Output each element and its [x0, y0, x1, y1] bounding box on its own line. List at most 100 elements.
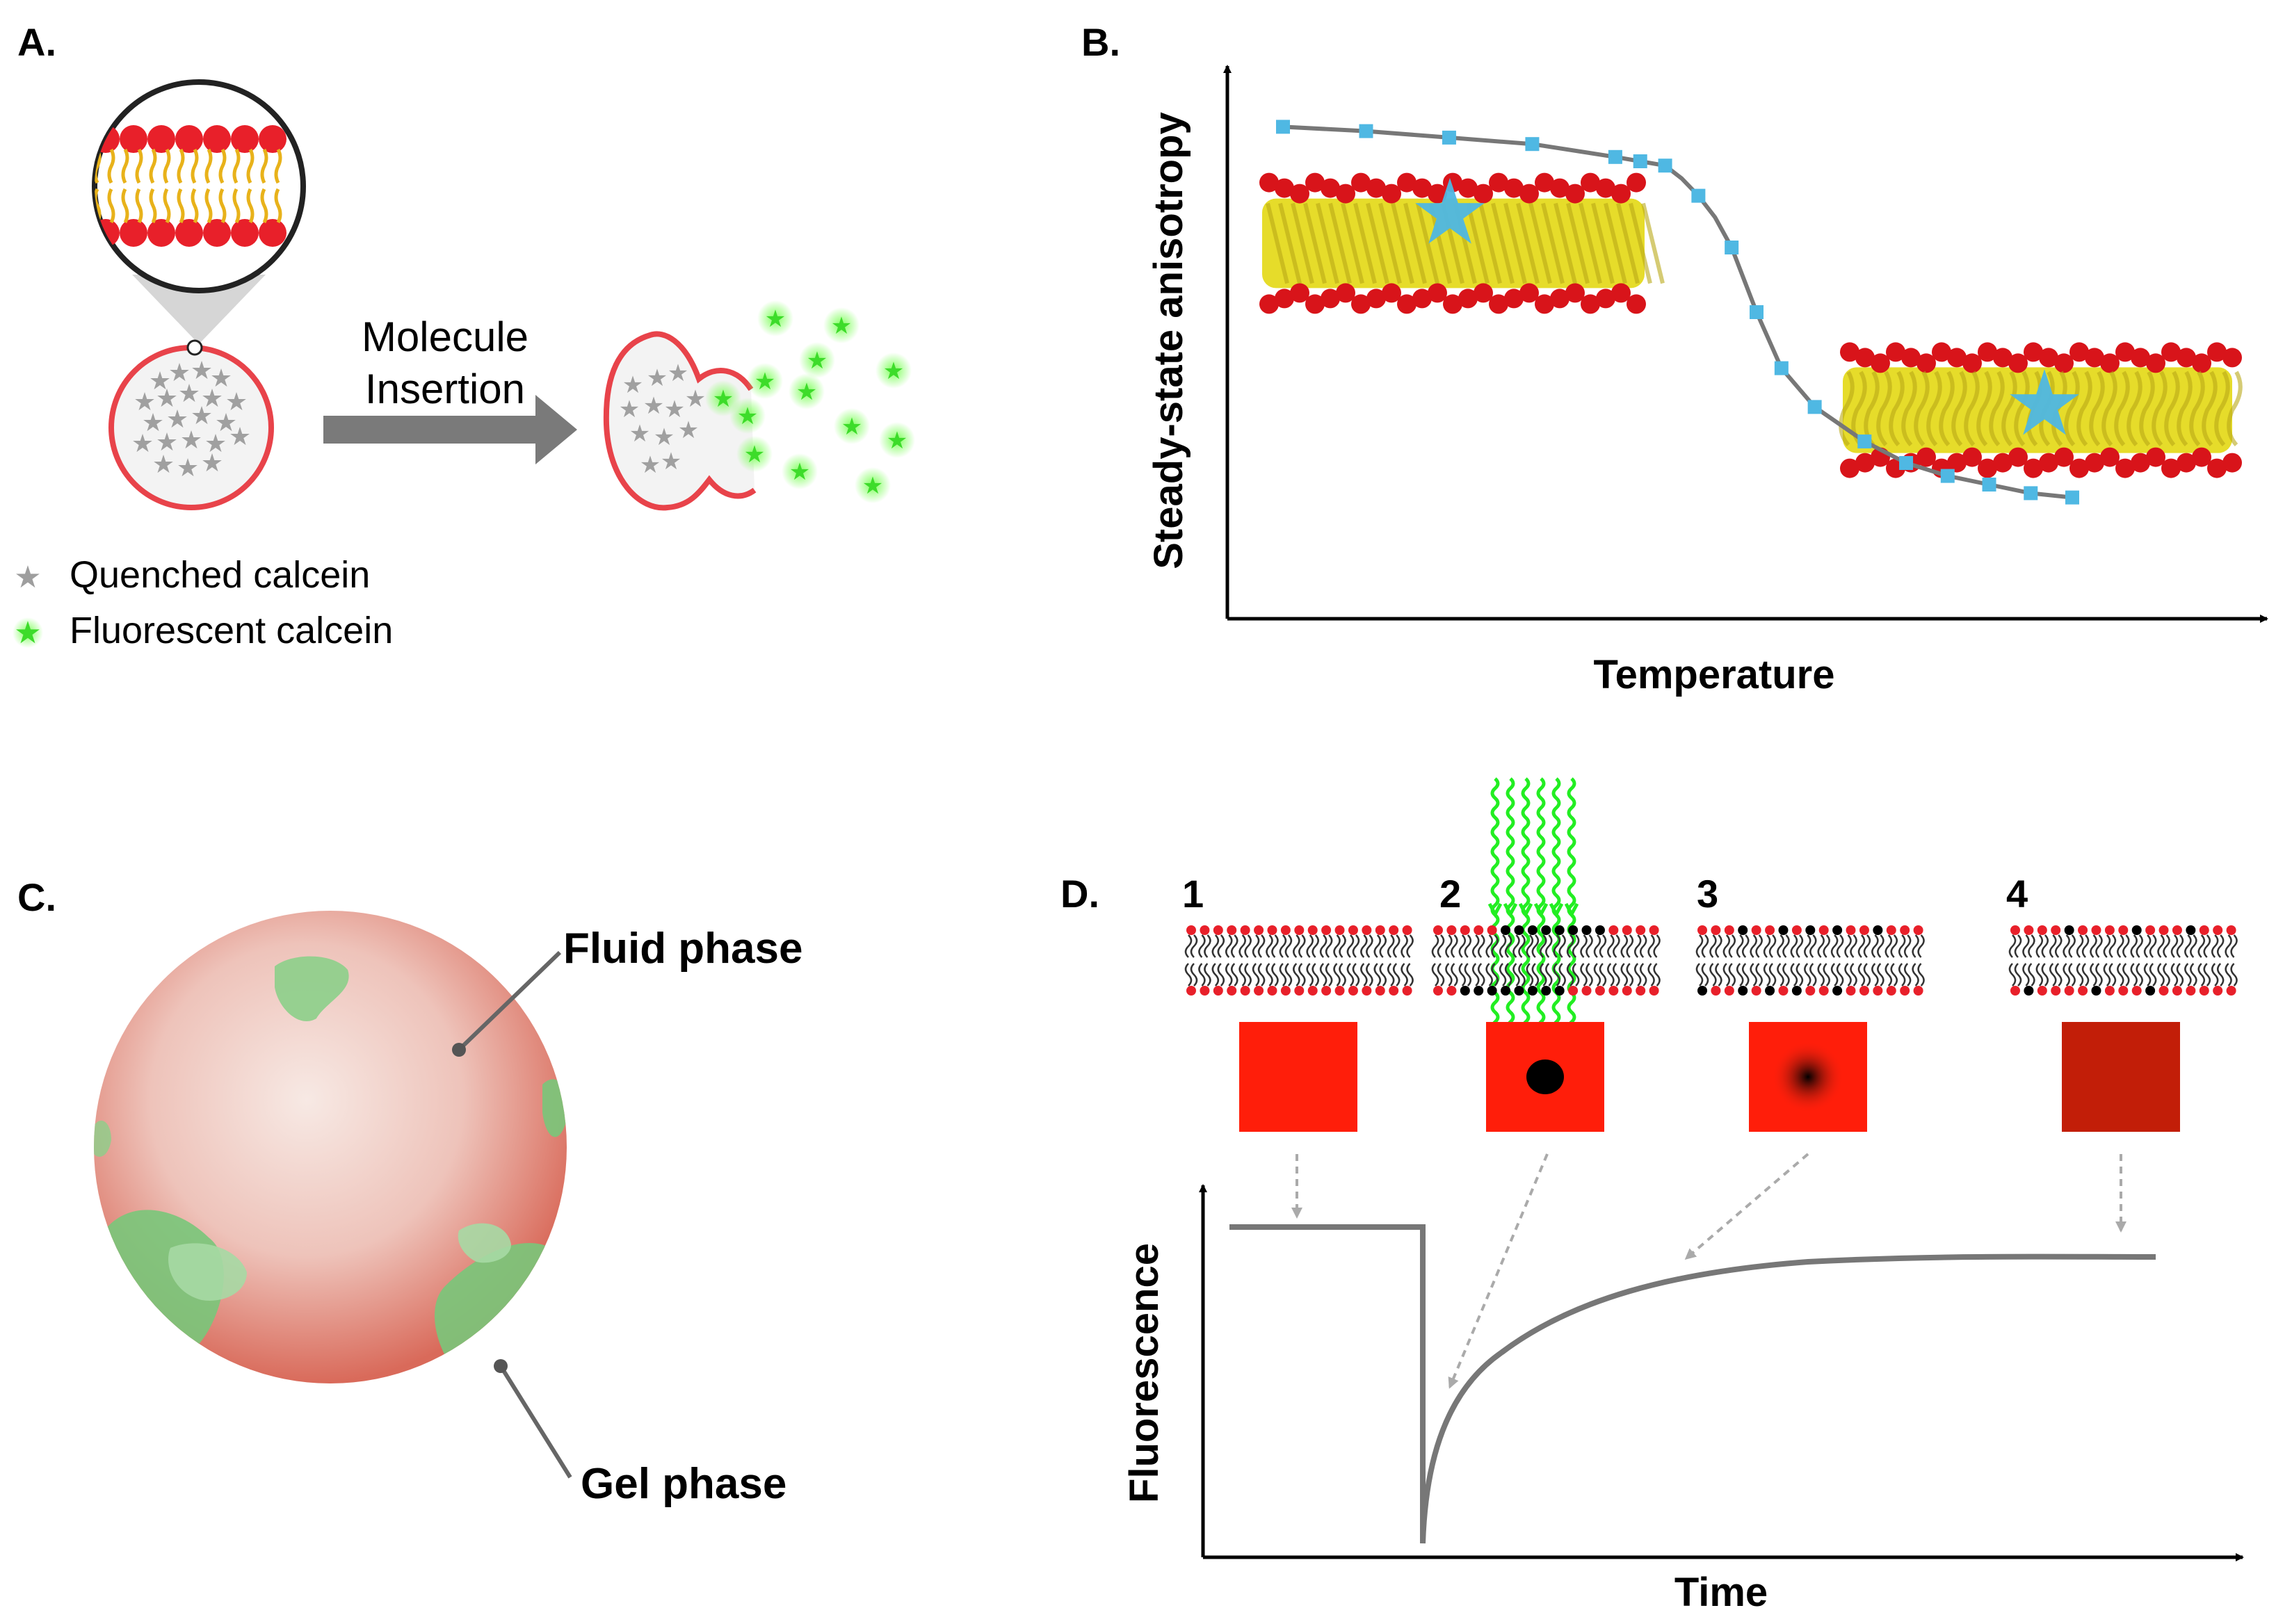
quenched-star: ★ — [629, 421, 650, 447]
lipid-tail — [2095, 963, 2103, 986]
lipid-tail — [2122, 934, 2130, 958]
laser-arrowhead — [1533, 902, 1549, 918]
lipid-head — [2064, 925, 2074, 935]
lipid-tail — [1885, 963, 1893, 986]
lipid-tail — [2049, 934, 2057, 958]
lipid-tail — [1817, 963, 1825, 986]
lipid-tail — [2049, 963, 2057, 986]
lipid-head — [1751, 925, 1761, 935]
lipid-head — [1636, 986, 1646, 996]
lipid-head — [1765, 925, 1775, 935]
tail-chain — [2139, 371, 2155, 447]
head-atom — [2222, 453, 2242, 473]
legend-quenched: ★ Quenched calcein — [14, 554, 370, 596]
lipid-head — [2037, 925, 2047, 935]
lipid-tail — [1401, 963, 1408, 986]
head-atom — [1627, 294, 1646, 314]
lipid-head — [1791, 986, 1802, 996]
head-atom — [1596, 289, 1615, 309]
lipid-head — [1778, 986, 1789, 996]
lipid-tail — [2054, 934, 2063, 958]
head-atom — [1916, 447, 1936, 467]
lipid-head — [2226, 986, 2236, 996]
lipid-tail — [1392, 963, 1401, 986]
b-xlabel: Temperature — [1593, 652, 1834, 697]
fluorescent-star: ★ — [841, 414, 862, 440]
tail-chain — [2164, 371, 2180, 447]
lipid-tail-top — [218, 148, 227, 184]
quenched-star: ★ — [142, 408, 164, 437]
panel-d: D. 1 2 3 4 Fluorescence Time — [1060, 777, 2244, 1615]
tail-chain — [1416, 202, 1439, 284]
tail-chain — [1901, 371, 1917, 447]
tail-chain — [2089, 371, 2105, 447]
lipid-tail — [1266, 934, 1273, 958]
head-atom — [1489, 294, 1508, 314]
lipid-head — [1595, 986, 1605, 996]
lipid-tail — [2203, 963, 2211, 986]
lipid-tail — [1238, 934, 1246, 958]
lipid-tail — [2225, 963, 2232, 986]
lipid-tail — [2190, 934, 2197, 958]
lipid-tail-bottom — [232, 188, 241, 224]
lipid-tail — [1823, 934, 1830, 958]
fluorescent-star: ★ — [807, 348, 828, 374]
lipid-tail — [1795, 934, 1804, 958]
lipid-tail — [1540, 934, 1547, 958]
lipid-tail — [1912, 963, 1919, 986]
lipid-head — [2131, 925, 2142, 935]
head-atom — [1366, 178, 1386, 198]
frap-square-4 — [2062, 1022, 2180, 1132]
quenched-star: ★ — [178, 379, 200, 407]
lipid-tail — [1458, 934, 1467, 958]
lipid-tail — [1728, 934, 1736, 958]
laser-arrowhead — [1549, 902, 1564, 918]
arrow-label-line2: Insertion — [365, 366, 525, 412]
tail-chain — [1939, 371, 1955, 447]
head-atom — [1336, 184, 1355, 204]
lipid-tail — [1360, 963, 1368, 986]
lipid-head — [2078, 925, 2088, 935]
lipid-tail — [1877, 934, 1885, 958]
head-atom — [1290, 184, 1309, 204]
lipid-head — [1913, 986, 1923, 996]
lipid-tail — [1458, 963, 1467, 986]
lipid-tail — [2117, 934, 2124, 958]
lipid-head — [1280, 925, 1291, 935]
lipid-tail — [1763, 963, 1771, 986]
lipid-tail — [2028, 963, 2035, 986]
legend-quenched-label: Quenched calcein — [70, 554, 370, 596]
lipid-tail — [2054, 963, 2063, 986]
lipid-tail — [1333, 963, 1341, 986]
lipid-tail — [2041, 963, 2049, 986]
tail-chain — [1616, 202, 1640, 284]
lipid-head — [1433, 986, 1443, 996]
head-atom — [2024, 342, 2043, 362]
laser-arrowhead — [1503, 902, 1518, 918]
head-atom — [1305, 172, 1325, 193]
lipid-tail — [1580, 934, 1588, 958]
tail-chain — [2202, 371, 2218, 447]
lipid-tail — [2230, 963, 2238, 986]
quenched-star: ★ — [647, 365, 668, 391]
lipid-head — [2051, 986, 2061, 996]
tail-chain — [2051, 371, 2067, 447]
lipid-tail — [1512, 963, 1520, 986]
head-atom — [1871, 353, 1890, 373]
legend-fluorescent-label: Fluorescent calcein — [70, 610, 393, 651]
insertion-arrow — [323, 395, 577, 464]
head-atom — [1443, 294, 1462, 314]
lipid-tail — [2022, 963, 2030, 986]
lipid-tail — [1271, 963, 1279, 986]
lipid-tail — [2014, 963, 2022, 986]
lipid-tail-bottom — [204, 188, 213, 224]
lipid-head — [1334, 986, 1345, 996]
tail-chain — [1453, 202, 1477, 284]
tail-chain — [1566, 202, 1590, 284]
lipid-tail — [1885, 934, 1893, 958]
tail-chain — [1278, 202, 1302, 284]
head-atom — [1565, 283, 1585, 303]
lipid-tail — [2143, 963, 2152, 986]
head-atom — [1611, 184, 1631, 204]
lipid-tail — [1585, 934, 1593, 958]
